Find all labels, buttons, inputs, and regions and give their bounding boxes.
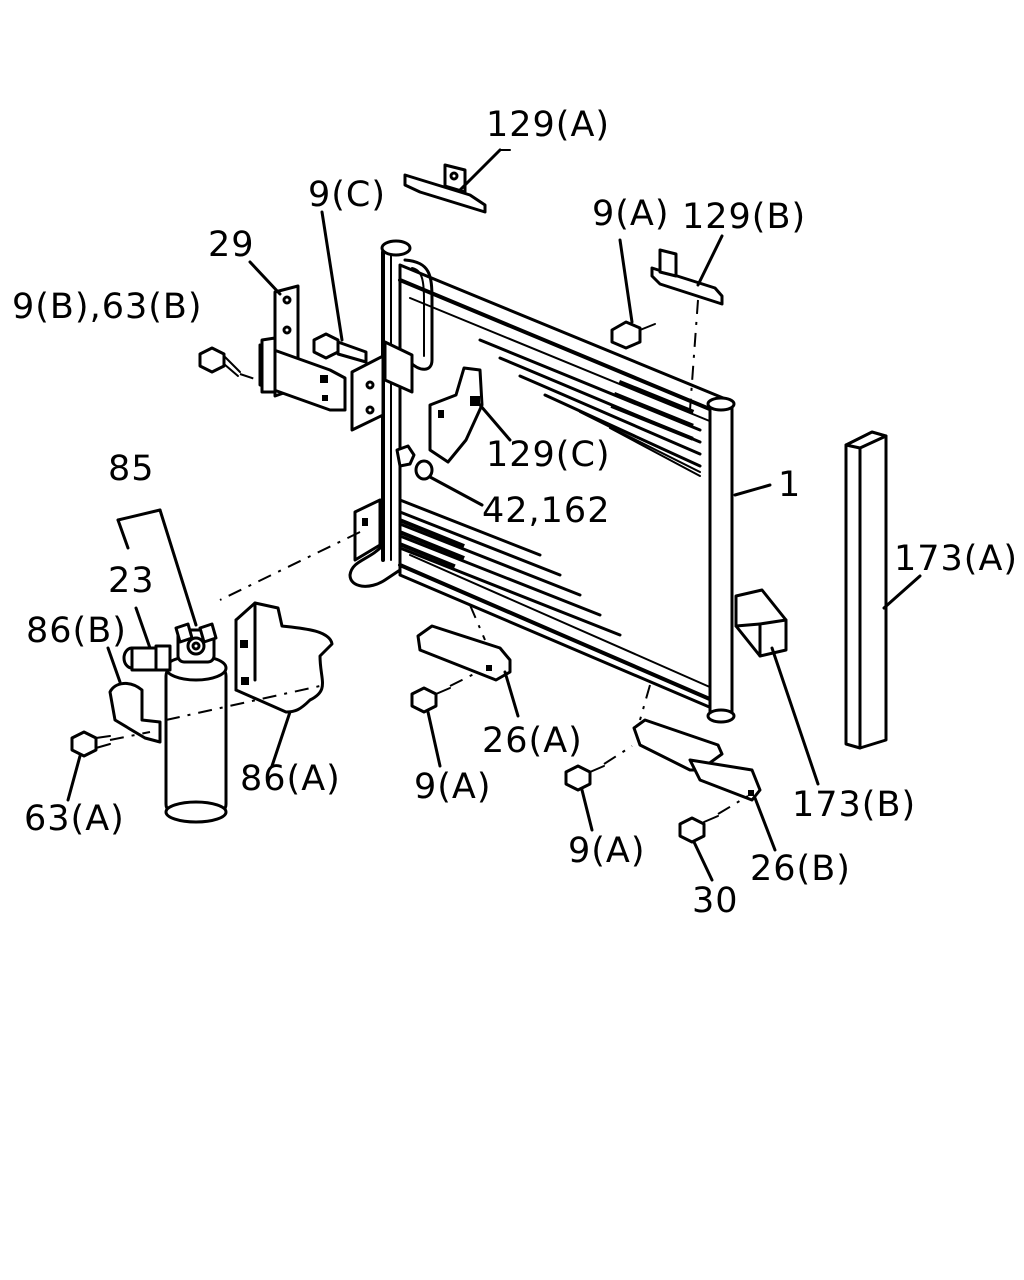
- leader-85: [116, 508, 198, 627]
- seal-block-173b: [734, 588, 820, 786]
- callout-63a: 63(A): [24, 799, 125, 839]
- bracket-29: [248, 260, 347, 412]
- callout-129c: 129(C): [486, 435, 611, 475]
- callout-86b: 86(B): [26, 611, 127, 651]
- callout-86a: 86(A): [240, 759, 341, 799]
- bracket-26b: [632, 684, 777, 852]
- switch-23: [122, 606, 172, 672]
- leader-1: [733, 483, 772, 497]
- callout-26a: 26(A): [482, 721, 583, 761]
- bracket-129b: [650, 234, 724, 411]
- callout-173a: 173(A): [894, 539, 1018, 579]
- bolt-9c: [312, 210, 368, 364]
- callout-85: 85: [108, 449, 155, 489]
- callout-1: 1: [778, 465, 801, 505]
- condenser: [348, 239, 736, 724]
- callout-9a-top: 9(A): [592, 194, 670, 234]
- fin-hatching-upper: [478, 338, 702, 477]
- bracket-26a: [416, 604, 520, 718]
- bolt-63a: [66, 730, 151, 802]
- callout-9c: 9(C): [308, 175, 386, 215]
- callout-9a-mid: 9(A): [414, 767, 492, 807]
- callout-129a: 129(A): [486, 105, 610, 145]
- callout-23: 23: [108, 561, 155, 601]
- bracket-129c: [428, 366, 512, 464]
- bolt-9a-low: [564, 745, 633, 832]
- callout-9a-low: 9(A): [568, 831, 646, 871]
- callout-26b: 26(B): [750, 849, 851, 889]
- callout-129b: 129(B): [682, 197, 806, 237]
- bolt-9a-mid: [410, 671, 479, 768]
- seal-strip-173a: [844, 430, 922, 750]
- bolt-9b-63b: [198, 346, 259, 381]
- fitting-42-162: [219, 444, 484, 601]
- bracket-86a: [234, 601, 334, 768]
- bolt-9a-top: [610, 238, 656, 350]
- callout-29: 29: [208, 225, 255, 265]
- callout-9b-63b: 9(B),63(B): [12, 287, 203, 327]
- fin-hatching-lower: [398, 498, 622, 637]
- callout-30: 30: [692, 881, 739, 921]
- callout-42-162: 42,162: [482, 491, 610, 531]
- bolt-30: [678, 795, 749, 882]
- callout-173b: 173(B): [792, 785, 916, 825]
- clamp-86b: [106, 646, 162, 744]
- bracket-129a: [403, 148, 511, 214]
